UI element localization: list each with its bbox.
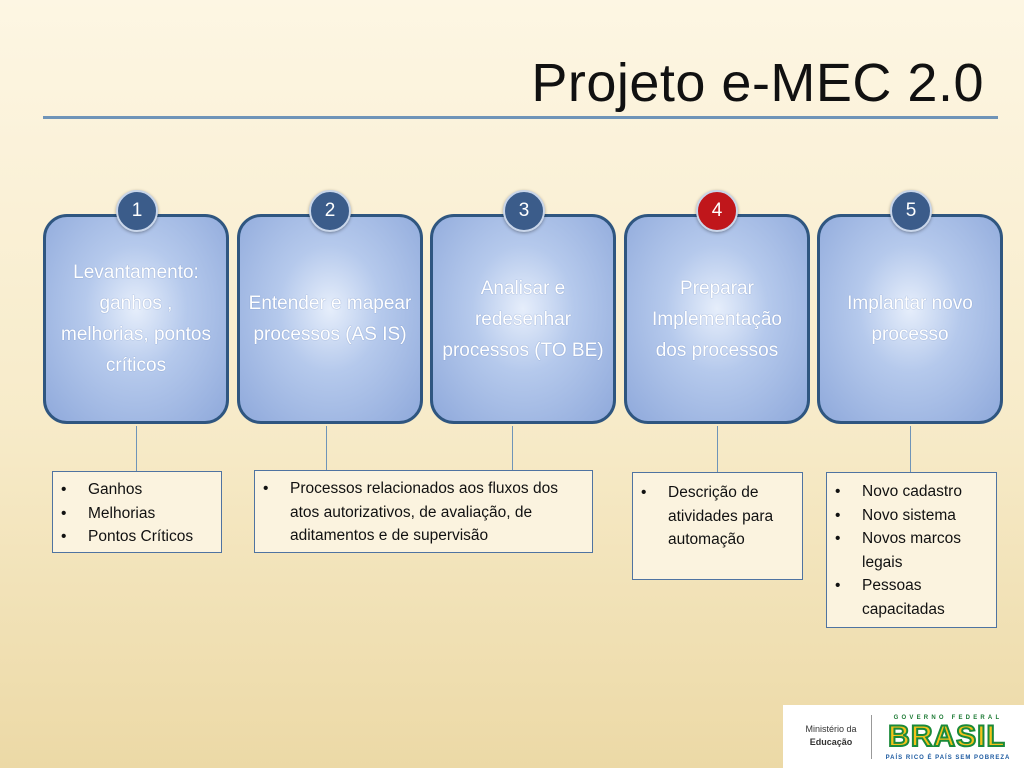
brasil-logo: BRASIL xyxy=(887,720,1006,754)
note-item: Melhorias xyxy=(53,502,221,526)
footer-logos: Ministério da Educação GOVERNO FEDERAL B… xyxy=(783,705,1024,768)
page-title: Projeto e-MEC 2.0 xyxy=(531,53,984,113)
connector-line-1 xyxy=(136,426,137,471)
gov-slogan: PAÍS RICO É PAÍS SEM POBREZA xyxy=(885,755,1011,761)
note-item: Ganhos xyxy=(53,478,221,502)
note-item: Pessoas capacitadas xyxy=(827,574,990,621)
note-item: Novo sistema xyxy=(827,504,990,528)
connector-line-3 xyxy=(512,426,513,471)
step-box-2: Entender e mapear processos (AS IS) xyxy=(237,214,423,424)
ministry-logo: Ministério da Educação xyxy=(791,723,871,749)
ministry-line-2: Educação xyxy=(809,737,853,747)
note-item: Novo cadastro xyxy=(827,480,990,504)
note-box-1: Ganhos Melhorias Pontos Críticos xyxy=(52,471,222,553)
gov-federal-label: GOVERNO FEDERAL xyxy=(893,715,1003,721)
step-number-badge-4: 4 xyxy=(696,190,738,232)
logo-divider xyxy=(871,715,872,759)
step-label: Analisar e redesenhar processos (TO BE) xyxy=(442,277,604,361)
step-label: Implantar novo processo xyxy=(847,293,973,345)
title-divider xyxy=(43,116,998,119)
note-item: Processos relacionados aos fluxos dos at… xyxy=(255,477,584,548)
step-label: Entender e mapear processos (AS IS) xyxy=(248,293,412,345)
connector-line-5 xyxy=(910,426,911,473)
note-item: Novos marcos legais xyxy=(827,527,990,574)
step-number-badge-2: 2 xyxy=(309,190,351,232)
note-box-3: Descrição de atividades para automação xyxy=(632,472,803,580)
step-label: Levantamento: ganhos , melhorias, pontos… xyxy=(61,262,211,376)
step-number-badge-5: 5 xyxy=(890,190,932,232)
note-box-4: Novo cadastro Novo sistema Novos marcos … xyxy=(826,472,997,628)
step-label: Preparar Implementação dos processos xyxy=(652,277,782,361)
ministry-line-1: Ministério da xyxy=(805,724,857,734)
note-box-2: Processos relacionados aos fluxos dos at… xyxy=(254,470,593,553)
step-box-5: Implantar novo processo xyxy=(817,214,1003,424)
note-item: Pontos Críticos xyxy=(53,525,221,549)
step-number-badge-1: 1 xyxy=(116,190,158,232)
connector-line-4 xyxy=(717,426,718,473)
step-box-3: Analisar e redesenhar processos (TO BE) xyxy=(430,214,616,424)
step-box-4: Preparar Implementação dos processos xyxy=(624,214,810,424)
step-number-badge-3: 3 xyxy=(503,190,545,232)
note-item: Descrição de atividades para automação xyxy=(633,481,796,552)
step-box-1: Levantamento: ganhos , melhorias, pontos… xyxy=(43,214,229,424)
connector-line-2 xyxy=(326,426,327,471)
